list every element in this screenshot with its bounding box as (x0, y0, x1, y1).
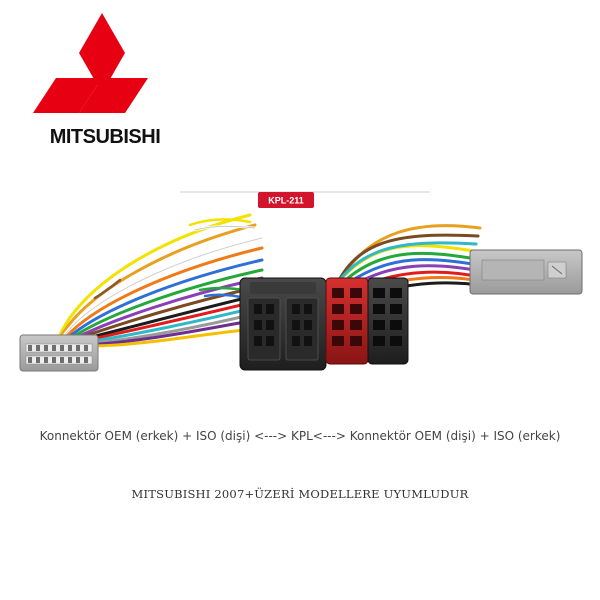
iso-connector-red (325, 277, 409, 365)
three-diamonds-icon (33, 13, 148, 113)
mitsubishi-logo: MITSUBISHI (30, 8, 180, 158)
compatibility-note: MITSUBISHI 2007+ÜZERİ MODELLERE UYUMLUDU… (131, 487, 469, 501)
wiring-harness-illustration: KPL-211 (19, 191, 583, 372)
product-tag: KPL-211 (258, 192, 314, 208)
product-tag-label: KPL-211 (268, 196, 304, 206)
connector-description: Konnektör OEM (erkek) + ISO (dişi) <--->… (39, 429, 561, 443)
oem-connector-right (469, 249, 583, 295)
wire-bundle-left (58, 213, 264, 348)
iso-connector-black (239, 277, 327, 371)
oem-connector-left (19, 334, 99, 372)
logo-wordmark: MITSUBISHI (49, 126, 161, 148)
